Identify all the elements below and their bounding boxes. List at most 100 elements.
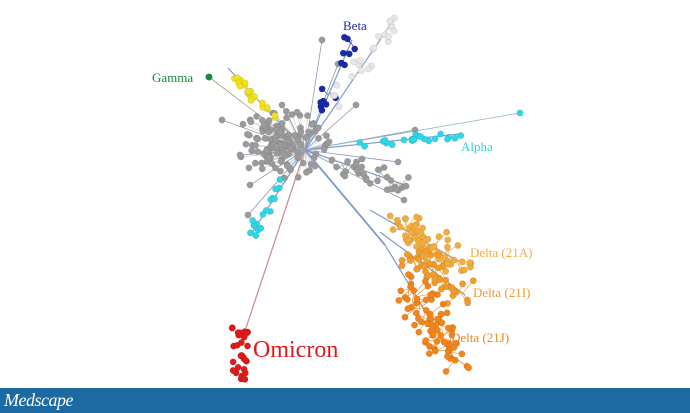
core-node	[252, 141, 259, 149]
core-node	[271, 164, 279, 172]
gamma-clade-node	[263, 104, 271, 111]
core-node	[302, 133, 309, 141]
delta-21j-node	[427, 291, 434, 299]
grey-top-node	[331, 91, 339, 99]
cyan-left-node	[252, 232, 260, 240]
core-node	[304, 112, 311, 120]
omicron-node	[237, 339, 245, 347]
delta-21i-node	[442, 276, 450, 284]
grey-right-node	[404, 174, 412, 181]
spoke-node	[218, 116, 226, 124]
delta-21j-node	[411, 321, 418, 329]
core-node	[282, 107, 290, 115]
grey-right-node	[362, 176, 370, 184]
core-node	[305, 128, 312, 136]
delta-21j-node	[421, 277, 429, 285]
delta-21j-node	[444, 324, 452, 332]
delta-21i-node	[406, 257, 414, 264]
delta-21i-node	[415, 248, 423, 256]
core-node	[247, 118, 255, 126]
alpha-node	[356, 139, 364, 146]
spoke-node	[236, 151, 244, 159]
label-delta-21a: Delta (21A)	[470, 245, 532, 260]
core-node	[260, 121, 268, 129]
tree-nodes	[205, 14, 524, 383]
spoke-node	[278, 101, 286, 109]
delta-21a-node	[417, 229, 425, 237]
core-node	[297, 128, 305, 136]
delta-21j-node	[422, 337, 430, 345]
delta-21a-node	[430, 242, 438, 250]
cyan-left-node	[271, 195, 278, 203]
core-node	[281, 152, 289, 160]
delta-21a-node	[454, 241, 462, 249]
phylogenetic-tree: Beta Gamma Alpha Delta (21A) Delta (21I)…	[152, 14, 532, 383]
label-alpha: Alpha	[461, 139, 493, 154]
gamma-node	[205, 73, 213, 81]
delta-21j-node	[440, 338, 448, 346]
core-node	[293, 108, 301, 116]
delta-21j-node	[397, 287, 405, 295]
gamma-clade-node	[244, 88, 252, 95]
beta-node	[341, 61, 349, 69]
core-node	[297, 140, 305, 148]
delta-21j-node	[404, 271, 412, 278]
delta-21j-node	[418, 318, 426, 326]
delta-21i-node	[415, 255, 422, 263]
grey-top-node	[335, 103, 343, 111]
delta-21j-node	[425, 350, 433, 358]
core-node	[314, 124, 322, 132]
delta-21i-node	[464, 299, 472, 307]
delta-21j-node	[450, 343, 458, 351]
core-node	[310, 154, 318, 162]
spoke-node	[244, 211, 252, 219]
grey-right-node	[374, 166, 382, 174]
core-node	[311, 162, 319, 170]
core-node	[308, 120, 316, 128]
delta-21j-node	[458, 350, 466, 358]
alpha-node	[361, 142, 369, 150]
grey-right-node	[374, 177, 382, 185]
spoke-branch	[304, 149, 399, 163]
spoke-node	[352, 101, 360, 109]
gamma-clade-node	[258, 99, 266, 107]
core-node	[243, 130, 251, 138]
beta-node	[345, 50, 353, 58]
core-node	[273, 149, 281, 157]
delta-21a-node	[442, 267, 450, 275]
delta-21i-node	[459, 280, 467, 288]
delta-trunk	[304, 149, 386, 246]
alpha-node	[443, 135, 451, 143]
delta-21j-node	[412, 309, 420, 317]
core-node	[265, 117, 273, 124]
delta-21j-node	[434, 315, 442, 323]
delta-21j-node	[413, 295, 421, 303]
core-node	[263, 147, 271, 155]
grey-top-node	[385, 32, 392, 40]
grey-top-node	[333, 81, 341, 89]
delta-21i-node	[448, 284, 456, 292]
core-node	[277, 157, 285, 165]
core-node	[239, 120, 247, 128]
gamma-clade-node	[241, 79, 249, 87]
core-node	[278, 119, 286, 127]
core-node	[264, 153, 272, 161]
delta-21a-node	[402, 215, 409, 222]
delta-21i-node	[435, 250, 442, 258]
spoke-branch	[304, 104, 357, 151]
grey-right-node	[353, 166, 361, 174]
delta-21a-node	[443, 228, 451, 236]
cyan-left-node	[249, 216, 257, 224]
core-node	[251, 159, 259, 167]
beta-node	[317, 98, 325, 106]
core-node	[283, 114, 290, 122]
alpha-node	[431, 135, 439, 143]
medscape-logo[interactable]: Medscape	[4, 390, 73, 410]
core-node	[283, 162, 291, 170]
core-branch	[304, 135, 327, 151]
delta-21a-node	[413, 213, 420, 221]
omicron-node	[229, 358, 237, 366]
core-node	[254, 148, 262, 156]
delta-21a-node	[389, 226, 397, 234]
grey-top-node	[370, 44, 377, 52]
